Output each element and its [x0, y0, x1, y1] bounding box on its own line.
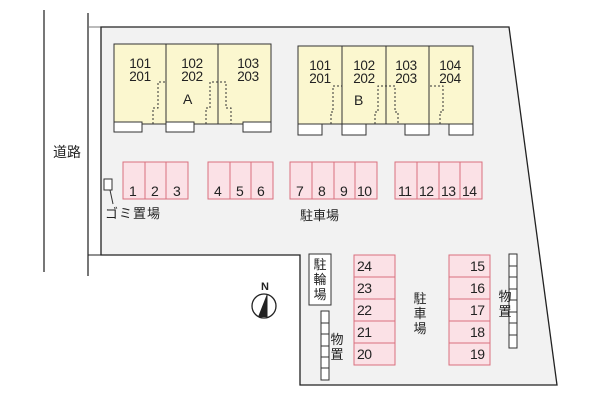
parking-right-column — [448, 254, 491, 366]
garbage-box — [103, 178, 113, 191]
parking-spot-13: 13 — [441, 183, 456, 199]
parking-spot-16: 16 — [470, 280, 485, 296]
building-b-unit-4: 104 204 — [430, 58, 470, 86]
unit-number-lower: 203 — [395, 71, 417, 86]
parking-spot-6: 6 — [257, 183, 265, 199]
unit-number-lower: 201 — [129, 69, 151, 84]
unit-number-upper: 104 — [439, 58, 461, 73]
storage-right-label: 物置 — [498, 290, 512, 320]
storage-right-box — [508, 253, 518, 349]
building-b-unit-2: 102 202 — [344, 58, 384, 86]
compass-north-label: N — [261, 281, 269, 293]
storage-center-label: 物置 — [330, 333, 344, 363]
unit-number-lower: 202 — [181, 69, 203, 84]
parking-spot-10: 10 — [357, 183, 372, 199]
unit-number-lower: 201 — [309, 71, 331, 86]
building-b-letter: B — [354, 92, 364, 108]
unit-number-upper: 102 — [353, 58, 375, 73]
road-label: 道路 — [53, 145, 81, 161]
parking-spot-19: 19 — [470, 346, 485, 362]
building-a-letter: A — [183, 91, 193, 107]
compass-icon — [251, 293, 277, 319]
unit-number-upper: 101 — [309, 58, 331, 73]
parking-spot-17: 17 — [470, 302, 485, 318]
parking-spot-5: 5 — [236, 183, 244, 199]
parking-spot-8: 8 — [318, 183, 326, 199]
unit-number-upper: 103 — [395, 58, 417, 73]
unit-number-upper: 101 — [129, 56, 151, 71]
parking-spot-4: 4 — [214, 183, 222, 199]
building-a-unit-1: 101 201 — [120, 56, 160, 84]
building-b-unit-3: 103 203 — [386, 58, 426, 86]
parking-spot-14: 14 — [462, 183, 477, 199]
parking-spot-1: 1 — [129, 183, 137, 199]
parking-spot-3: 3 — [173, 183, 181, 199]
parking-spot-24: 24 — [357, 258, 372, 274]
garbage-leader-line — [109, 189, 114, 205]
parking-spot-21: 21 — [357, 324, 372, 340]
parking-spot-2: 2 — [151, 183, 159, 199]
parking-spot-12: 12 — [419, 183, 434, 199]
bicycle-parking-label: 駐輪場 — [313, 258, 327, 303]
parking-label-right: 駐車場 — [413, 292, 427, 337]
parking-top-row — [122, 161, 483, 200]
bicycle-parking-box — [308, 253, 332, 306]
building-a — [113, 43, 272, 133]
unit-number-lower: 204 — [439, 71, 461, 86]
building-a-unit-3: 103 203 — [228, 56, 268, 84]
building-b-unit-1: 101 201 — [300, 58, 340, 86]
parking-center-column — [353, 254, 396, 366]
storage-center-box — [320, 310, 330, 381]
unit-number-upper: 103 — [237, 56, 259, 71]
parking-spot-23: 23 — [357, 280, 372, 296]
parking-spot-9: 9 — [340, 183, 348, 199]
parking-spot-22: 22 — [357, 302, 372, 318]
garbage-area-label: ゴミ置場 — [105, 207, 162, 222]
parking-spot-18: 18 — [470, 324, 485, 340]
parking-label-top: 駐車場 — [300, 209, 340, 224]
parking-spot-20: 20 — [357, 346, 372, 362]
parking-spot-15: 15 — [470, 258, 485, 274]
unit-number-upper: 102 — [181, 56, 203, 71]
unit-number-lower: 203 — [237, 69, 259, 84]
building-a-unit-2: 102 202 — [172, 56, 212, 84]
parking-spot-11: 11 — [398, 183, 412, 199]
parking-spot-7: 7 — [296, 183, 304, 199]
unit-number-lower: 202 — [353, 71, 375, 86]
building-b — [297, 45, 474, 136]
